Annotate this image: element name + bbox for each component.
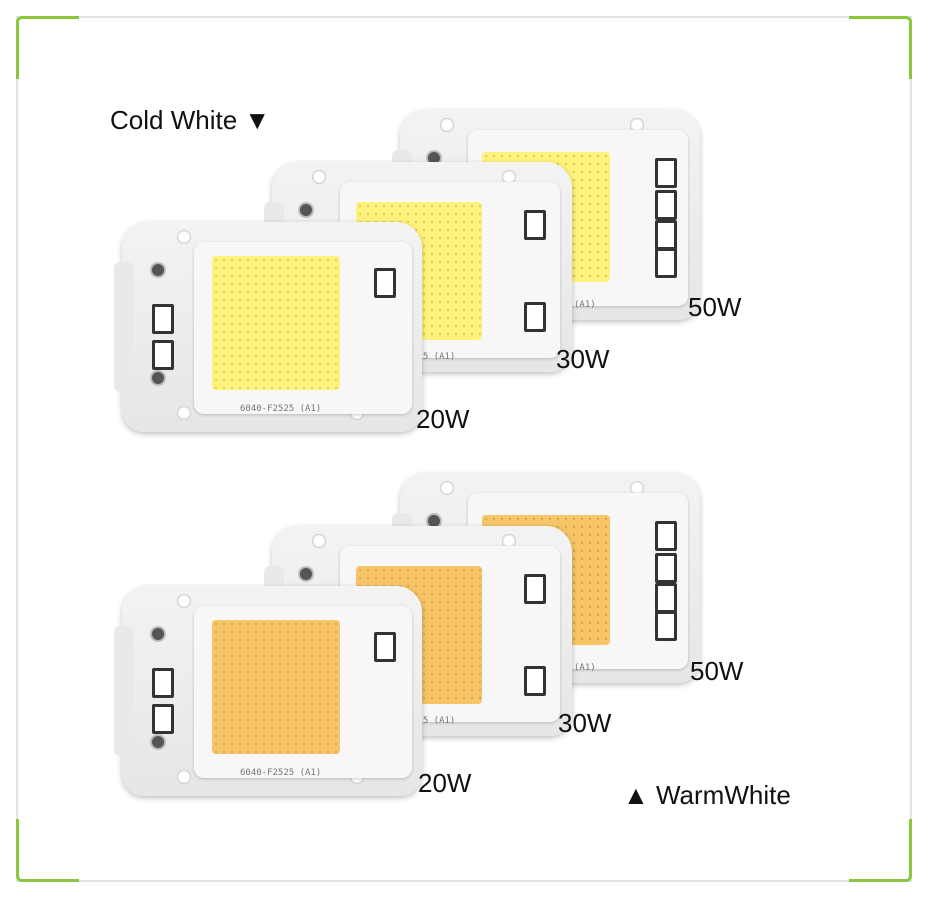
frame-corner-bottom-left (16, 819, 79, 882)
warm-20w-print: 6040-F2525 (A1) (240, 768, 322, 778)
warm-30w-print: 525 (A1) (412, 716, 456, 726)
cold-30w-print: 525 (A1) (412, 352, 456, 362)
warm-20w-led (212, 620, 340, 754)
warm-50w-print: (A1) (574, 663, 596, 673)
frame-corner-bottom-right (849, 819, 912, 882)
cold-50w-label: 50W (688, 292, 742, 322)
frame-corner-top-left (16, 16, 79, 79)
frame-corner-top-right (849, 16, 912, 79)
cold-20w-led (212, 256, 340, 390)
cold-white-label: Cold White ▼ (110, 105, 270, 136)
up-triangle-icon: ▲ (623, 780, 649, 810)
cold-20w-chip: 6040-F2525 (A1) (114, 222, 422, 432)
warm-20w-label: 20W (418, 768, 472, 798)
image-frame (16, 16, 912, 882)
warm-white-text: WarmWhite (655, 780, 791, 810)
down-triangle-icon: ▼ (244, 105, 271, 135)
warm-20w-chip: 6040-F2525 (A1) (114, 586, 422, 796)
cold-30w-label: 30W (556, 344, 610, 374)
cold-white-text: Cold White (110, 105, 238, 135)
warm-50w-label: 50W (690, 656, 744, 686)
warm-30w-label: 30W (558, 708, 612, 738)
warm-white-label: ▲ WarmWhite (623, 780, 791, 811)
cold-50w-print: (A1) (574, 300, 596, 310)
cold-20w-print: 6040-F2525 (A1) (240, 404, 322, 414)
cold-20w-label: 20W (416, 404, 470, 434)
